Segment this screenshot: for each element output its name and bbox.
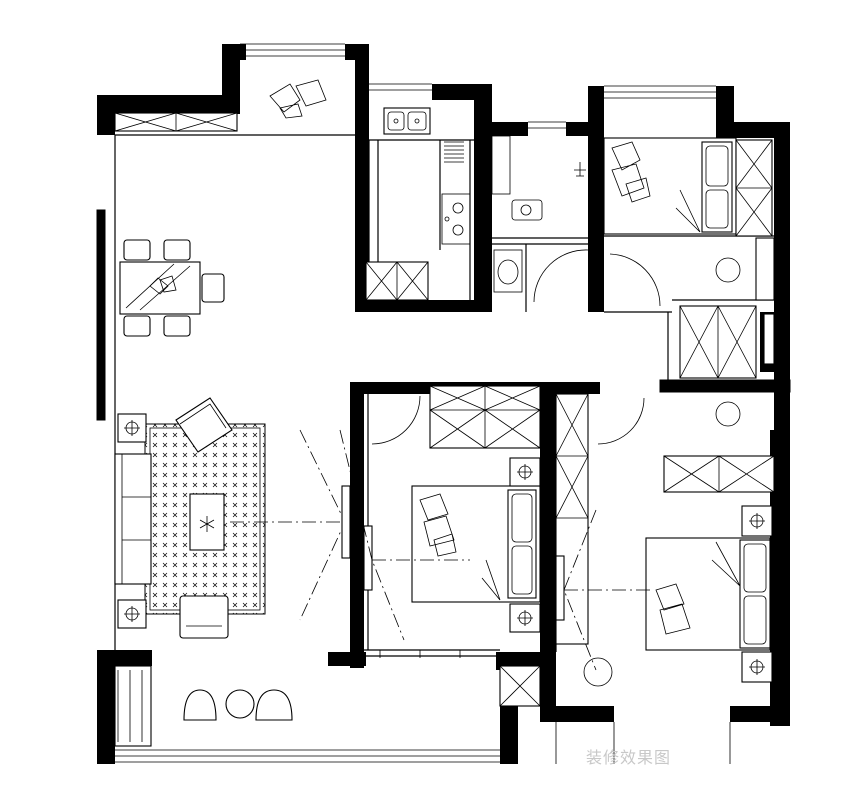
- walls: [96, 44, 791, 764]
- kitchen: [365, 107, 471, 301]
- balcony-top: [114, 79, 327, 132]
- plant-icon: [269, 79, 327, 119]
- stove-icon: [441, 193, 471, 245]
- windows: [96, 43, 785, 764]
- shower-icon: [574, 162, 586, 177]
- coffee-table-icon: [189, 493, 225, 551]
- sofa-icon: [114, 453, 152, 585]
- bathroom: [491, 135, 589, 303]
- quilt-icon: [611, 141, 651, 203]
- bedroom-top-right: [603, 137, 775, 307]
- dining-area: [119, 239, 225, 337]
- chair-icon: [123, 239, 225, 337]
- vent-icon: [444, 141, 464, 163]
- dining-table-icon: [119, 261, 201, 315]
- chair-icon: [583, 401, 741, 687]
- toilet-icon: [511, 199, 543, 221]
- ottoman-icon: [179, 595, 229, 639]
- armchair-icon: [175, 397, 233, 453]
- chair-icon: [715, 257, 741, 283]
- bed-icon: [411, 485, 541, 603]
- corridor-cabinets: [679, 305, 775, 379]
- washbasin-icon: [493, 249, 523, 293]
- side-table-icon: [117, 413, 147, 629]
- chair-icon: [183, 689, 293, 721]
- master-bedroom: [555, 393, 775, 687]
- living-room: [114, 397, 351, 639]
- bedroom-center: [339, 385, 541, 658]
- watermark: 装修效果图: [586, 748, 672, 767]
- balcony-bottom: [114, 665, 541, 747]
- sink-icon: [387, 111, 427, 131]
- bed-icon: [645, 537, 771, 651]
- nightstand-icon: [509, 457, 541, 633]
- nightstand-icon: [741, 505, 773, 683]
